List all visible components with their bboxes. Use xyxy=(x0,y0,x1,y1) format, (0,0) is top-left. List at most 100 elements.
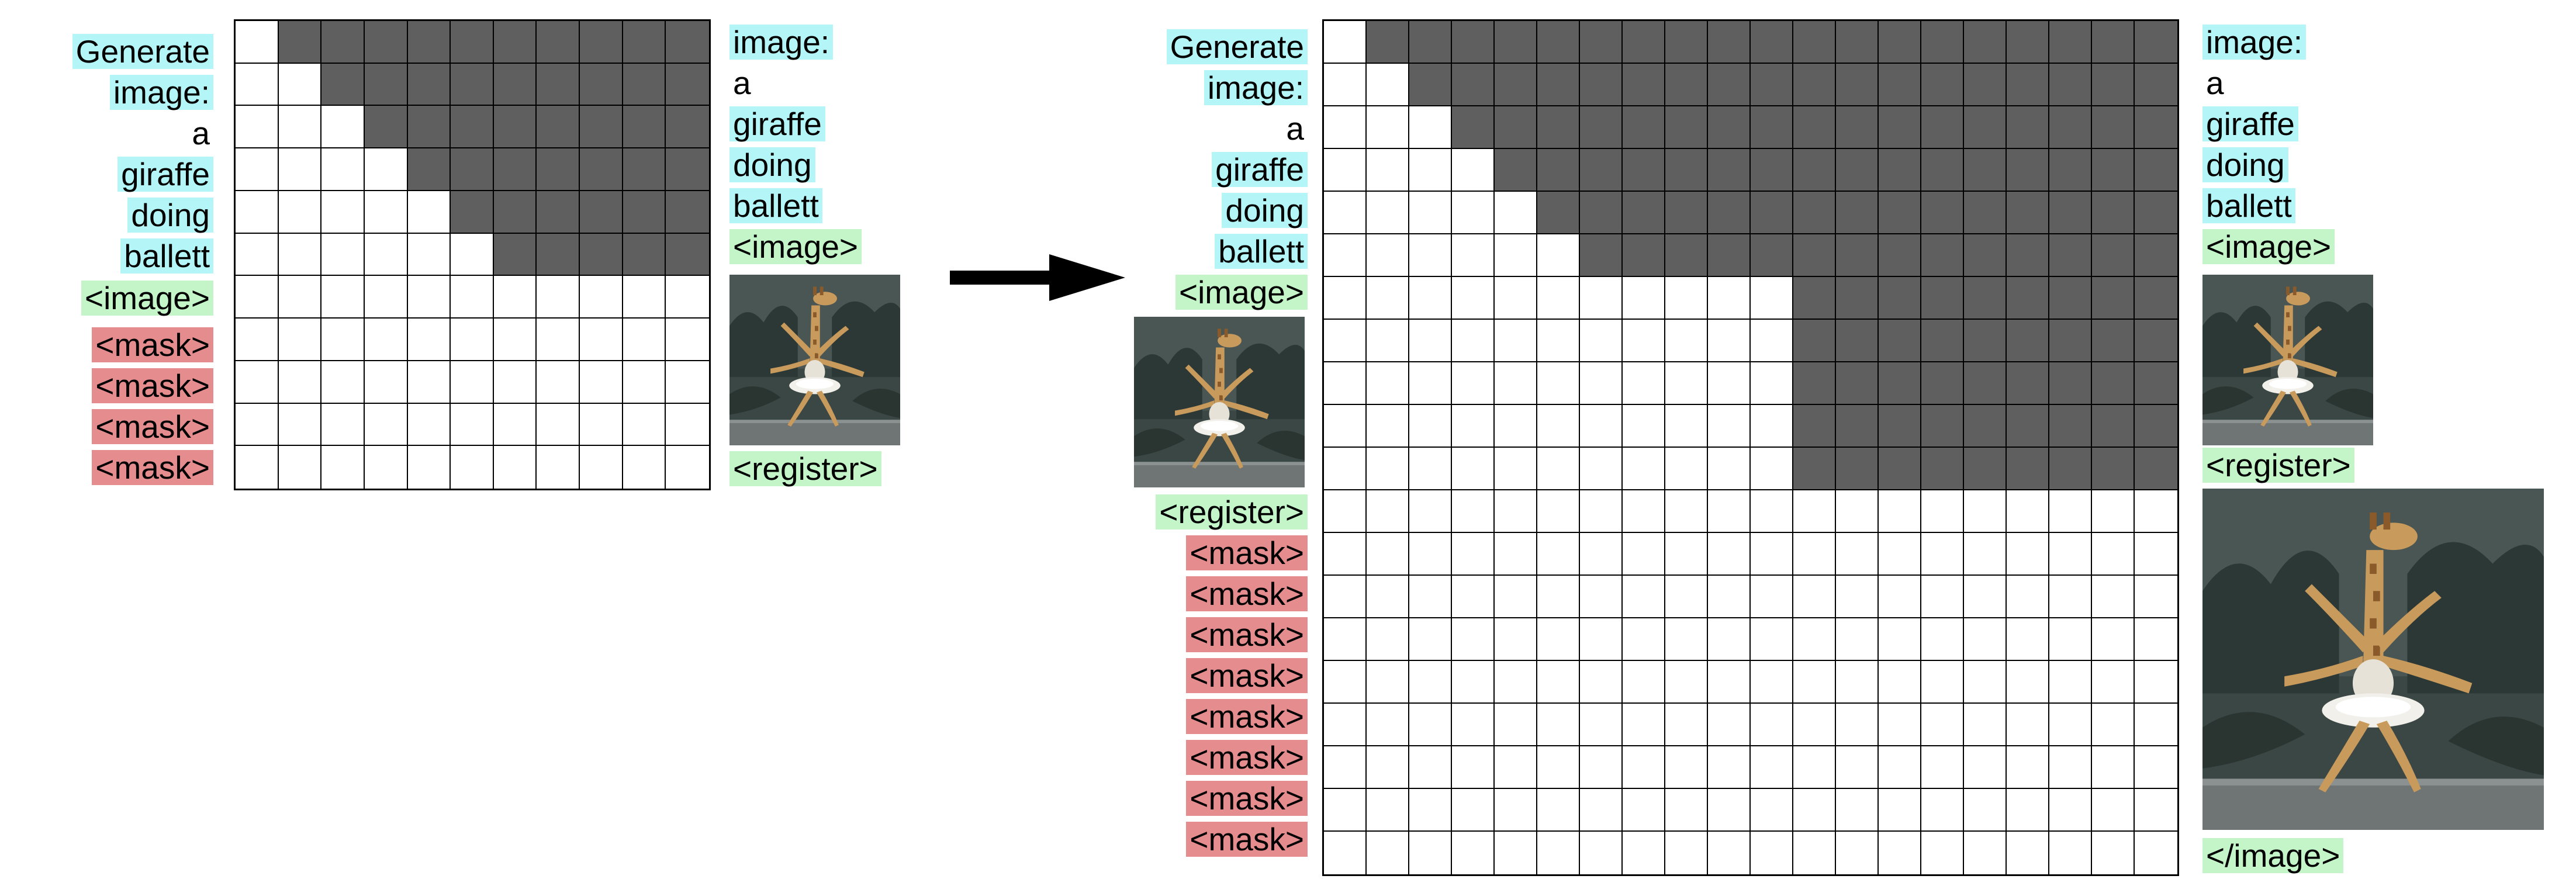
open-cell xyxy=(1751,832,1793,874)
open-cell xyxy=(1537,661,1580,704)
masked-cell xyxy=(1537,192,1580,234)
masked-cell xyxy=(2049,405,2092,448)
open-cell xyxy=(1324,192,1367,234)
open-cell xyxy=(2092,533,2135,576)
open-cell xyxy=(1921,490,1964,533)
open-cell xyxy=(1623,405,1665,448)
open-cell xyxy=(2049,704,2092,746)
masked-cell xyxy=(1751,64,1793,106)
masked-cell xyxy=(2092,405,2135,448)
open-cell xyxy=(580,319,623,361)
masked-cell xyxy=(321,21,365,64)
open-cell xyxy=(1964,618,2007,661)
open-cell xyxy=(1751,746,1793,789)
open-cell xyxy=(1708,490,1751,533)
masked-cell xyxy=(1836,149,1879,192)
open-cell xyxy=(1324,405,1367,448)
open-cell xyxy=(1623,746,1665,789)
open-cell xyxy=(623,276,666,319)
open-cell xyxy=(236,361,279,404)
masked-cell xyxy=(1964,362,2007,405)
masked-cell xyxy=(1879,192,1921,234)
masked-cell xyxy=(623,63,666,106)
open-cell xyxy=(451,233,494,276)
open-cell xyxy=(1409,746,1452,789)
masked-cell xyxy=(1879,106,1921,149)
right-token-ballett: ballett xyxy=(1215,234,1308,269)
right-col-token-doing: doing xyxy=(2202,147,2288,182)
masked-cell xyxy=(451,106,494,149)
open-cell xyxy=(1367,234,1409,277)
masked-cell xyxy=(1580,106,1623,149)
masked-cell xyxy=(2135,277,2177,320)
right-mask-token: <mask> xyxy=(1186,740,1308,775)
masked-cell xyxy=(2135,234,2177,277)
open-cell xyxy=(1495,832,1537,874)
masked-cell xyxy=(1793,21,1836,64)
masked-cell xyxy=(1921,320,1964,362)
open-cell xyxy=(580,361,623,404)
open-cell xyxy=(1367,448,1409,490)
right-mask-token: <mask> xyxy=(1186,535,1308,570)
open-cell xyxy=(1623,618,1665,661)
open-cell xyxy=(666,446,709,489)
open-cell xyxy=(1751,277,1793,320)
open-cell xyxy=(1537,362,1580,405)
masked-cell xyxy=(2049,277,2092,320)
left-register-token: <register> xyxy=(729,451,881,486)
masked-cell xyxy=(1751,192,1793,234)
open-cell xyxy=(1580,277,1623,320)
masked-cell xyxy=(666,63,709,106)
masked-cell xyxy=(2092,106,2135,149)
masked-cell xyxy=(1537,64,1580,106)
masked-cell xyxy=(666,21,709,64)
open-cell xyxy=(1409,832,1452,874)
open-cell xyxy=(2049,576,2092,618)
open-cell xyxy=(1537,533,1580,576)
masked-cell xyxy=(1793,405,1836,448)
masked-cell xyxy=(1793,106,1836,149)
open-cell xyxy=(1708,618,1751,661)
open-cell xyxy=(1836,704,1879,746)
masked-cell xyxy=(2007,21,2049,64)
open-cell xyxy=(1452,234,1495,277)
open-cell xyxy=(1324,106,1367,149)
open-cell xyxy=(278,403,322,447)
open-cell xyxy=(364,276,408,319)
open-cell xyxy=(1409,533,1452,576)
open-cell xyxy=(1324,533,1367,576)
masked-cell xyxy=(1665,21,1708,64)
open-cell xyxy=(2135,618,2177,661)
masked-cell xyxy=(493,191,537,234)
masked-cell xyxy=(1623,64,1665,106)
open-cell xyxy=(2049,789,2092,832)
open-cell xyxy=(364,233,408,276)
open-cell xyxy=(364,446,408,489)
open-cell xyxy=(2049,490,2092,533)
masked-cell xyxy=(1836,362,1879,405)
masked-cell xyxy=(1665,106,1708,149)
open-cell xyxy=(1623,789,1665,832)
right-token-giraffe: giraffe xyxy=(1212,152,1308,187)
open-cell xyxy=(1409,234,1452,277)
open-cell xyxy=(2092,704,2135,746)
open-cell xyxy=(1751,789,1793,832)
open-cell xyxy=(2049,618,2092,661)
open-cell xyxy=(1452,661,1495,704)
open-cell xyxy=(364,403,408,447)
open-cell xyxy=(1367,490,1409,533)
open-cell xyxy=(1580,448,1623,490)
open-cell xyxy=(1495,448,1537,490)
open-cell xyxy=(1495,789,1537,832)
open-cell xyxy=(1708,789,1751,832)
open-cell xyxy=(1580,490,1623,533)
open-cell xyxy=(1324,21,1367,64)
right-attention-mask-grid xyxy=(1322,19,2179,876)
open-cell xyxy=(1367,64,1409,106)
masked-cell xyxy=(1921,64,1964,106)
right-col-token-ballett: ballett xyxy=(2202,188,2295,223)
open-cell xyxy=(1708,704,1751,746)
open-cell xyxy=(1367,618,1409,661)
open-cell xyxy=(1324,490,1367,533)
